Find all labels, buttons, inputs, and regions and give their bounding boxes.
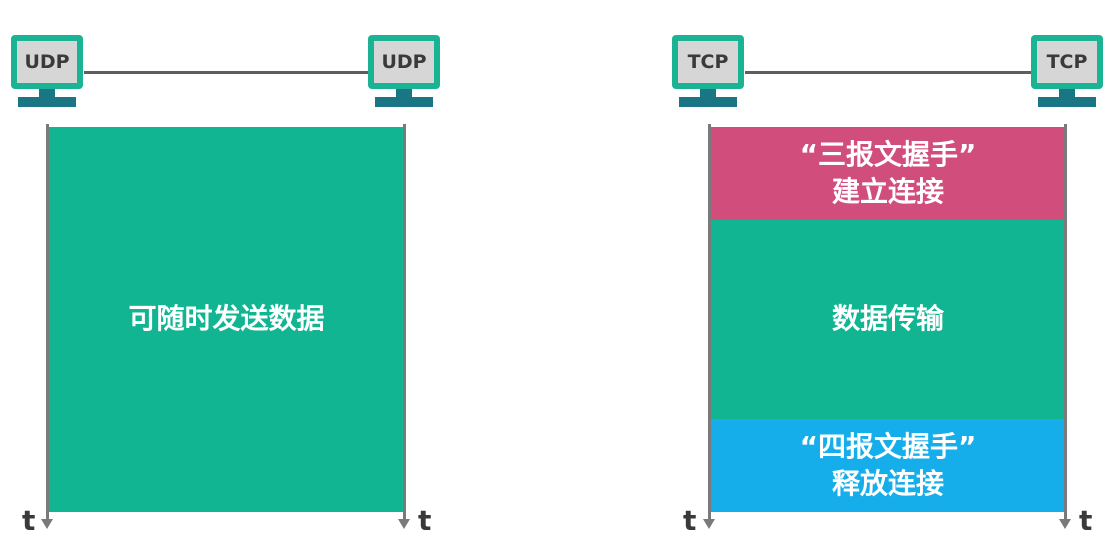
udp-block-text: 可随时发送数据: [128, 302, 325, 336]
tcp-transfer-block: 数据传输: [710, 220, 1066, 419]
tcp-left-computer-icon: TCP: [670, 35, 750, 115]
monitor-neck: [700, 89, 716, 97]
tcp-right-timeline: [1064, 124, 1067, 519]
monitor-neck: [396, 89, 412, 97]
tcp-teardown-block: “四报文握手” 释放连接: [710, 419, 1066, 512]
monitor-neck: [39, 89, 55, 97]
tcp-right-label: TCP: [1037, 41, 1097, 83]
tcp-right-computer-icon: TCP: [1029, 35, 1109, 115]
tcp-left-arrow-icon: [703, 519, 715, 529]
tcp-connection-line: [745, 71, 1035, 74]
udp-connection-line: [84, 71, 372, 74]
monitor: TCP: [672, 35, 744, 89]
monitor: TCP: [1031, 35, 1103, 89]
monitor: UDP: [11, 35, 83, 89]
udp-right-arrow-icon: [398, 519, 410, 529]
udp-right-label: UDP: [374, 41, 434, 83]
tcp-transfer-text: 数据传输: [831, 302, 944, 336]
udp-left-computer-icon: UDP: [9, 35, 89, 115]
monitor-base: [18, 97, 76, 107]
tcp-left-time-label: t: [683, 504, 697, 537]
udp-left-arrow-icon: [41, 519, 53, 529]
udp-right-timeline: [403, 124, 406, 519]
udp-right-time-label: t: [418, 504, 432, 537]
udp-left-timeline: [46, 124, 49, 519]
monitor-base: [1038, 97, 1096, 107]
tcp-handshake-line1: “三报文握手”: [799, 137, 977, 171]
tcp-left-timeline: [708, 124, 711, 519]
udp-left-label: UDP: [17, 41, 77, 83]
monitor-neck: [1059, 89, 1075, 97]
monitor-base: [679, 97, 737, 107]
udp-left-time-label: t: [22, 504, 36, 537]
tcp-left-label: TCP: [678, 41, 738, 83]
monitor: UDP: [368, 35, 440, 89]
tcp-teardown-line1: “四报文握手”: [799, 429, 977, 463]
tcp-teardown-line2: 释放连接: [831, 466, 944, 500]
tcp-handshake-line2: 建立连接: [831, 174, 944, 208]
udp-data-block: 可随时发送数据: [48, 127, 405, 512]
tcp-right-time-label: t: [1079, 504, 1093, 537]
monitor-base: [375, 97, 433, 107]
udp-right-computer-icon: UDP: [366, 35, 446, 115]
tcp-right-arrow-icon: [1059, 519, 1071, 529]
tcp-handshake-block: “三报文握手” 建立连接: [710, 127, 1066, 220]
